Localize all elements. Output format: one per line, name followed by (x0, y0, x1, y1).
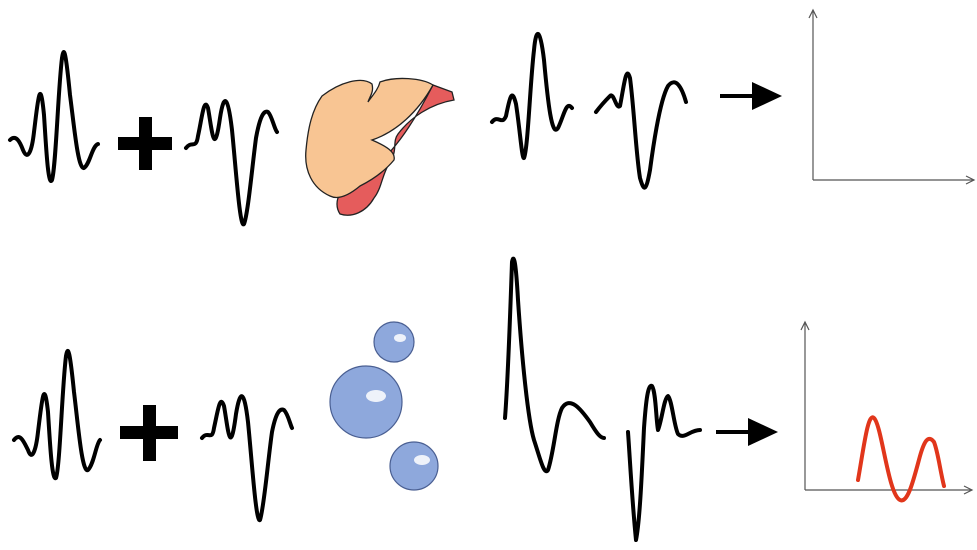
echo-pulse-bubble-2 (626, 383, 702, 542)
bubble-small-bottom (389, 441, 439, 491)
bubble-small-top (373, 321, 415, 363)
arrow-right-icon (716, 418, 778, 446)
tissue-icon (305, 77, 455, 216)
transmit-pulse-3 (12, 348, 102, 481)
plus-icon (120, 405, 178, 461)
arrow-right-icon (720, 82, 782, 110)
nonlinear-response-curve (856, 415, 946, 503)
response-plot-nonlinear (800, 320, 974, 503)
row-microbubbles (12, 256, 974, 542)
response-plot-empty (808, 8, 976, 185)
bubble-large (329, 365, 403, 439)
transmit-pulse-4 (200, 394, 294, 523)
plus-icon (118, 117, 172, 170)
microbubbles-icon (329, 321, 439, 491)
echo-pulse-tissue-1 (490, 32, 574, 161)
echo-pulse-bubble-1 (503, 256, 606, 474)
transmit-pulse-1 (8, 50, 100, 183)
echo-pulse-tissue-2 (594, 71, 688, 190)
row-tissue (8, 8, 976, 227)
tissue-body (305, 77, 434, 199)
transmit-pulse-2 (184, 99, 279, 227)
